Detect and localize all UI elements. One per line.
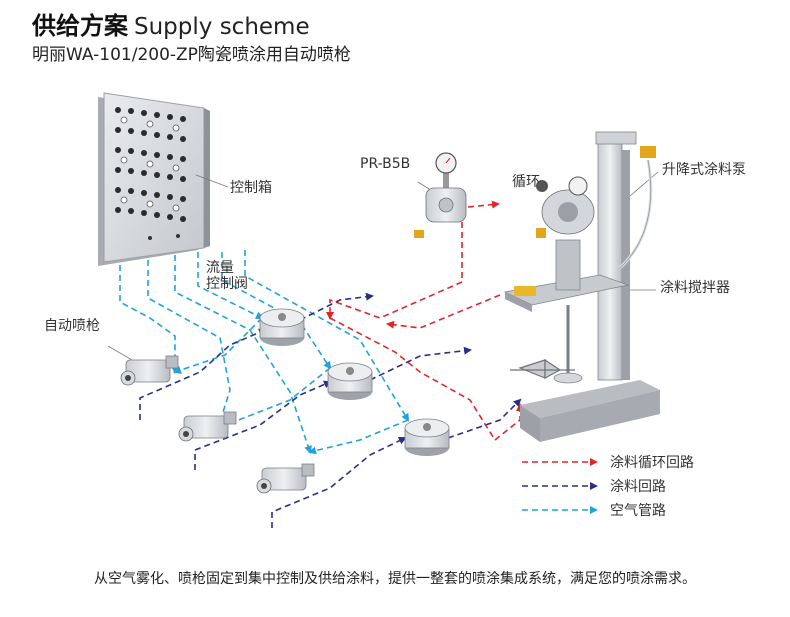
air-line (147, 260, 231, 430)
legend-label-circulation: 涂料循环回路 (610, 455, 694, 471)
air-line (216, 367, 331, 430)
air-line (308, 419, 409, 455)
air-line (173, 317, 263, 374)
auto-gun-label: 自动喷枪 (44, 318, 100, 334)
paint-line (139, 328, 267, 420)
spray-gun (178, 411, 237, 442)
paint-line (271, 437, 407, 528)
flow-valve (404, 418, 450, 456)
lift-pump-station (503, 131, 660, 442)
legend-label-air: 空气管路 (610, 503, 666, 519)
lift-pump-label: 升降式涂料泵 (662, 162, 746, 178)
footer-caption: 从空气雾化、喷枪固定到集中控制及供给涂料，提供一整套的喷涂集成系统，满足您的喷涂… (94, 571, 696, 587)
air-line (244, 250, 410, 422)
circulation-label: 循环 (512, 174, 540, 190)
circulation-line-group (326, 200, 524, 441)
circulation-line (326, 222, 463, 320)
mixer-label: 涂料搅拌器 (660, 280, 730, 296)
circulation-line (494, 403, 524, 441)
flow-valve-label-line1: 流量 (206, 260, 234, 276)
air-line (221, 252, 332, 370)
paint-line (299, 292, 374, 321)
legend-label-paint: 涂料回路 (610, 479, 666, 495)
legend (522, 458, 598, 514)
flow-valve (259, 308, 305, 346)
page-subtitle: 明丽WA-101/200-ZP陶瓷喷涂用自动喷枪 (32, 45, 351, 65)
flow-valve-label-line2: 控制阀 (206, 276, 248, 292)
lift-pump-leader (629, 171, 659, 197)
circulation-line (329, 317, 496, 441)
spray-gun (107, 345, 179, 386)
control-box-leader (195, 174, 229, 188)
pump-model-label: PR-B5B (360, 156, 411, 172)
page-title-english: Supply scheme (134, 14, 310, 40)
air-line-group (119, 250, 410, 455)
paint-line-group (139, 292, 522, 528)
control-box-label: 控制箱 (230, 180, 272, 196)
page-title: 供给方案 (32, 12, 128, 40)
air-line (174, 255, 312, 454)
control-box (98, 92, 210, 266)
paint-line (194, 380, 332, 470)
spray-gun (256, 463, 315, 494)
auto-gun-leader (107, 345, 133, 361)
circulation-line (457, 200, 500, 209)
paint-line (447, 398, 522, 439)
paint-line (369, 346, 472, 381)
air-line (119, 265, 179, 374)
circulation-line (386, 294, 501, 329)
air-line (197, 252, 264, 319)
pr-b5b-pump (414, 152, 467, 238)
flow-valve (327, 362, 373, 400)
